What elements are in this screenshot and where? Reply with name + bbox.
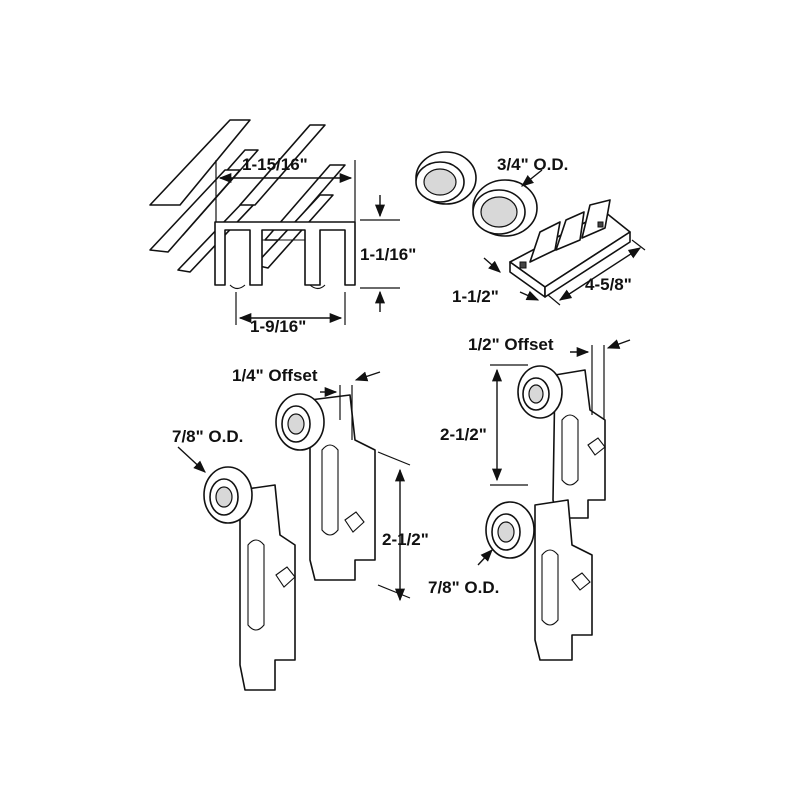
half-offset-roller-top [517,365,606,519]
guide-width-label: 1-1/2" [452,287,499,306]
bushing-right [472,179,538,237]
half-height-label: 2-1/2" [440,425,487,444]
half-offset-dimensions [477,339,631,566]
guide-length-label: 4-5/8" [585,275,632,294]
double-track-illustration [149,119,356,290]
half-offset-label: 1/2" Offset [468,335,554,354]
quarter-height-label: 2-1/2" [382,530,429,549]
quarter-offset-roller-back [275,393,376,581]
quarter-offset-label: 1/4" Offset [232,366,318,385]
bushing-left [415,151,477,205]
quarter-wheel-od-label: 7/8" O.D. [172,427,243,446]
half-offset-roller-bottom [485,499,593,661]
bushing-od-label: 3/4" O.D. [497,155,568,174]
track-height-label: 1-1/16" [360,245,416,264]
track-dimensions [215,160,400,325]
quarter-offset-roller-front [203,466,296,691]
quarter-offset-dimensions [177,371,411,602]
half-wheel-od-label: 7/8" O.D. [428,578,499,597]
track-width-top-label: 1-15/16" [242,155,308,174]
floor-guide-dimensions [483,239,646,306]
track-width-bottom-label: 1-9/16" [250,317,306,336]
